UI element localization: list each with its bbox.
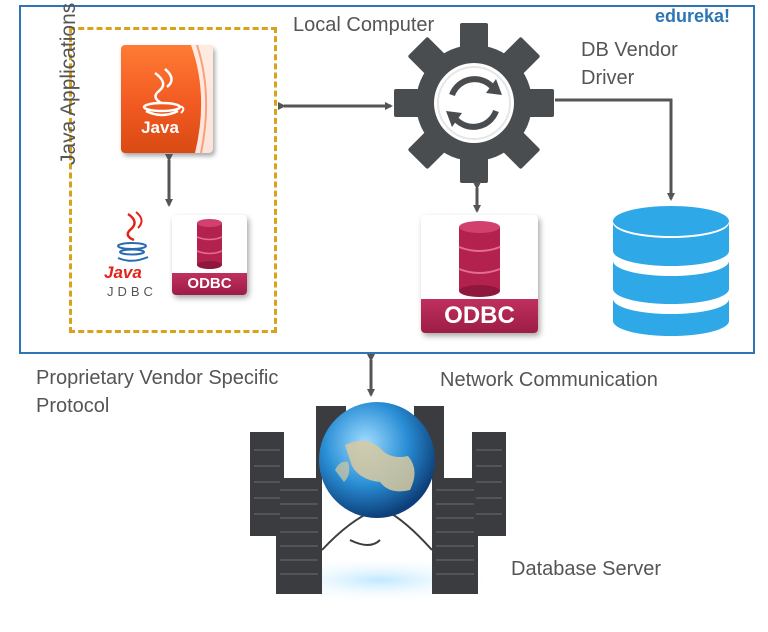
db-vendor-driver-label-line1: DB Vendor	[581, 39, 678, 61]
java-cup-icon	[142, 45, 213, 153]
java-logo-label: Java	[104, 263, 142, 282]
java-application-icon: Java	[121, 45, 213, 153]
odbc-large-label: ODBC	[421, 299, 538, 333]
database-server-cluster-icon	[250, 402, 506, 604]
local-computer-frame	[19, 5, 755, 354]
local-computer-label: Local Computer	[293, 14, 435, 36]
database-server-label: Database Server	[511, 558, 662, 580]
jdbc-label: JDBC	[107, 284, 157, 299]
driver-to-database-arrow	[555, 98, 675, 201]
odbc-driver-icon-small: ODBC	[172, 215, 247, 295]
edureka-brand-logo: edureka!	[655, 6, 731, 26]
java-applications-box	[69, 27, 277, 333]
odbc-small-label: ODBC	[172, 273, 247, 295]
database-cylinder-icon	[196, 219, 223, 269]
network-communication-label: Network Communication	[440, 369, 658, 391]
proprietary-protocol-label-line2: Protocol	[36, 395, 110, 417]
java-logo-icon	[117, 211, 149, 262]
odbc-driver-icon-large: ODBC	[421, 215, 538, 333]
java-tile-label: Java	[141, 118, 179, 137]
gear-icon	[394, 23, 554, 183]
db-vendor-driver-label-line2: Driver	[581, 67, 635, 89]
database-cylinder-icon	[458, 221, 501, 297]
vendor-database-icon	[613, 206, 729, 336]
proprietary-protocol-label-line1: Proprietary Vendor Specific	[36, 367, 279, 389]
